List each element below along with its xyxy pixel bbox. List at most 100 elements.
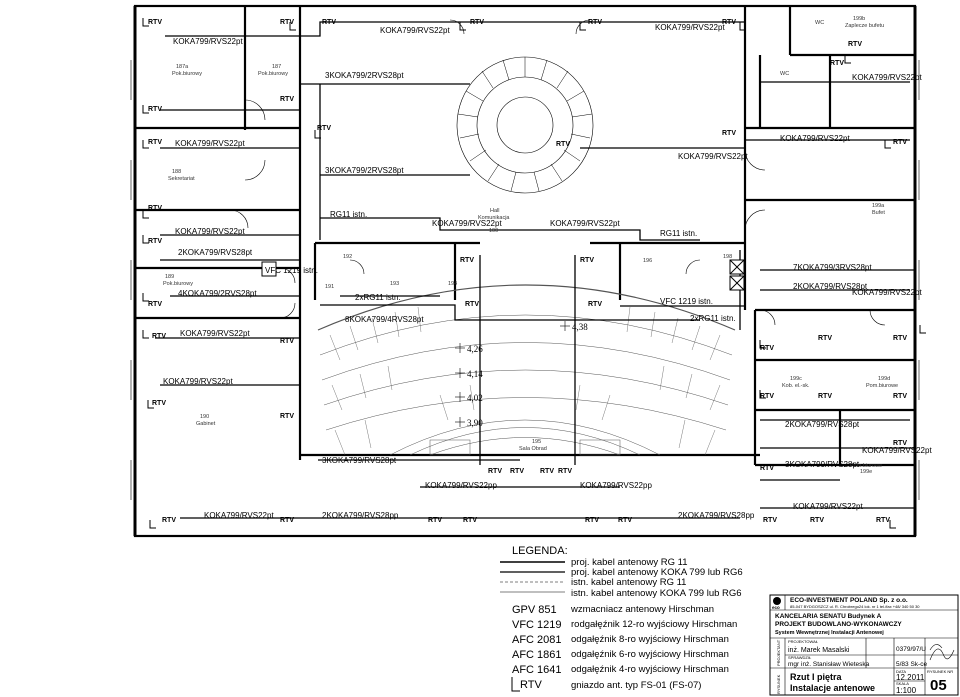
rtv-label: RTV <box>876 517 890 524</box>
rtv-label: RTV <box>760 393 774 400</box>
signature-icon <box>929 648 955 661</box>
legend-code: VFC 1219 <box>512 619 562 631</box>
room-number: 187 <box>272 64 281 70</box>
sheet-number: 05 <box>930 677 947 694</box>
rtv-label: RTV <box>152 400 166 407</box>
rtv-labels: RTV RTV RTV RTV RTV RTV RTV RTV RTV RTV … <box>148 19 907 524</box>
rtv-label: RTV <box>763 517 777 524</box>
rtv-label: RTV <box>848 41 862 48</box>
room-number: 188 <box>172 169 181 175</box>
drawing-title: Instalacje antenowe <box>790 683 875 693</box>
rtv-label: RTV <box>818 393 832 400</box>
room-name: Pom.biurowe <box>866 383 898 389</box>
cable-label: KOKA799/RVS22pt <box>862 446 932 455</box>
level-3-90: 3,90 <box>467 418 483 428</box>
rtv-label: RTV <box>148 238 162 245</box>
rtv-label: RTV <box>162 517 176 524</box>
room-number: 190 <box>200 414 209 420</box>
rtv-label: RTV <box>580 257 594 264</box>
rtv-label: RTV <box>722 19 736 26</box>
rtv-label: RTV <box>148 205 162 212</box>
rtv-label: RTV <box>280 96 294 103</box>
signature-icon <box>929 644 943 651</box>
title-block: eco ECO-INVESTMENT POLAND Sp. z o.o. 85-… <box>769 594 959 696</box>
cable-label: KOKA799/RVS22pt <box>678 152 748 161</box>
legend-code: GPV 851 <box>512 604 557 616</box>
wc-label: WC <box>780 71 789 77</box>
cable-runs <box>155 21 915 519</box>
company-address: 85-047 BYDGOSZCZ ul. R. Chrobrego24 lok.… <box>790 604 920 609</box>
legend-line: proj. kabel antenowy RG 11 <box>571 557 688 568</box>
rtv-label: RTV <box>322 19 336 26</box>
rtv-label: RTV <box>588 19 602 26</box>
cable-label: 4KOKA799/2RVS28pt <box>178 289 257 298</box>
rtv-label: RTV <box>148 301 162 308</box>
cable-label: KOKA799/RVS22pt <box>380 26 450 35</box>
room-labels: 187a Pok.biurowy 187 Pok.biurowy 188 Sek… <box>163 16 898 475</box>
rtv-label: RTV <box>152 333 166 340</box>
cable-label: KOKA799/RVS22pt <box>852 73 922 82</box>
cable-label: 8KOKA799/4RVS28pt <box>345 315 424 324</box>
rtv-label: RTV <box>830 60 844 67</box>
cable-label: VFC 1219 istn. <box>265 266 318 275</box>
role-label: PROJEKTOWAŁ <box>788 639 819 644</box>
cable-label: KOKA799/RVS22pt <box>163 377 233 386</box>
room-name: Bufet <box>872 210 885 216</box>
room-name: Zaplecze bufetu <box>845 23 884 29</box>
room-name: Pom.biurowe <box>850 463 882 469</box>
cable-label: 2xRG11 istn. <box>690 314 736 323</box>
rtv-label: RTV <box>893 393 907 400</box>
room-number: 191 <box>325 284 334 290</box>
drawing-title: Rzut I piętra <box>790 672 842 682</box>
room-name: Pok.biurowy <box>163 281 193 287</box>
cable-label: VFC 1219 istn. <box>660 297 713 306</box>
rtv-label: RTV <box>893 335 907 342</box>
cable-label: 3KOKA799/RVS28pt <box>785 460 860 469</box>
checker-license: 5/83 Sk-ce <box>896 661 927 668</box>
role-label: SPRAWDZIŁ <box>788 655 812 660</box>
rtv-label: RTV <box>463 517 477 524</box>
room-number: 199a <box>872 203 885 209</box>
cable-label: KOKA799/RVS22pt <box>175 227 245 236</box>
rtv-label: RTV <box>148 19 162 26</box>
cable-label: 3KOKA799/RVS28pt <box>322 456 397 465</box>
rtv-label: RTV <box>280 517 294 524</box>
cable-label: KOKA799/RVS22pt <box>852 288 922 297</box>
legend-desc: wzmacniacz antenowy Hirschman <box>570 604 714 615</box>
auditorium-seating <box>317 284 736 456</box>
scale-label: SKALA <box>896 681 909 686</box>
rtv-label: RTV <box>510 468 524 475</box>
rtv-label: RTV <box>148 106 162 113</box>
checker-name: mgr inż. Stanisław Wieteska <box>788 661 870 668</box>
cable-label: KOKA799/RVS22pt <box>780 134 850 143</box>
cable-label: KOKA799/RVS22pp <box>580 481 652 490</box>
rtv-label: RTV <box>810 517 824 524</box>
project-line: KANCELARIA SENATU Budynek A <box>775 613 882 620</box>
rtv-label: RTV <box>540 468 554 475</box>
rtv-label: RTV <box>558 468 572 475</box>
cable-label: 2KOKA799/RVS28pt <box>785 420 860 429</box>
cable-label: KOKA799/RVS22pt <box>550 219 620 228</box>
legend-line: proj. kabel antenowy KOKA 799 lub RG6 <box>571 567 743 578</box>
rtv-label: RTV <box>588 301 602 308</box>
rtv-label: RTV <box>556 141 570 148</box>
rtv-label: RTV <box>148 139 162 146</box>
cable-label: KOKA799/RVS22pt <box>793 502 863 511</box>
room-number: 198 <box>723 254 732 260</box>
cable-label: KOKA799/RVS22pt <box>432 219 502 228</box>
door-swings <box>229 19 886 326</box>
designer-license: 0379/97/U <box>896 646 926 653</box>
cable-label: RG11 istn. <box>660 229 697 238</box>
legend-line: istn. kabel antenowy KOKA 799 lub RG6 <box>571 588 742 599</box>
rtv-label: RTV <box>893 440 907 447</box>
legend-desc: odgałęźnik 4-ro wyjściowy Hirschman <box>571 664 729 675</box>
cable-label: RG11 istn. <box>330 210 367 219</box>
scale: 1:100 <box>896 686 917 695</box>
room-name: Pok.biurowy <box>258 71 288 77</box>
legend-title: LEGENDA: <box>512 545 568 557</box>
room-number: Hall <box>490 208 499 214</box>
legend-code: AFC 2081 <box>512 634 562 646</box>
room-number: 195 <box>532 439 541 445</box>
rtv-label: RTV <box>760 345 774 352</box>
